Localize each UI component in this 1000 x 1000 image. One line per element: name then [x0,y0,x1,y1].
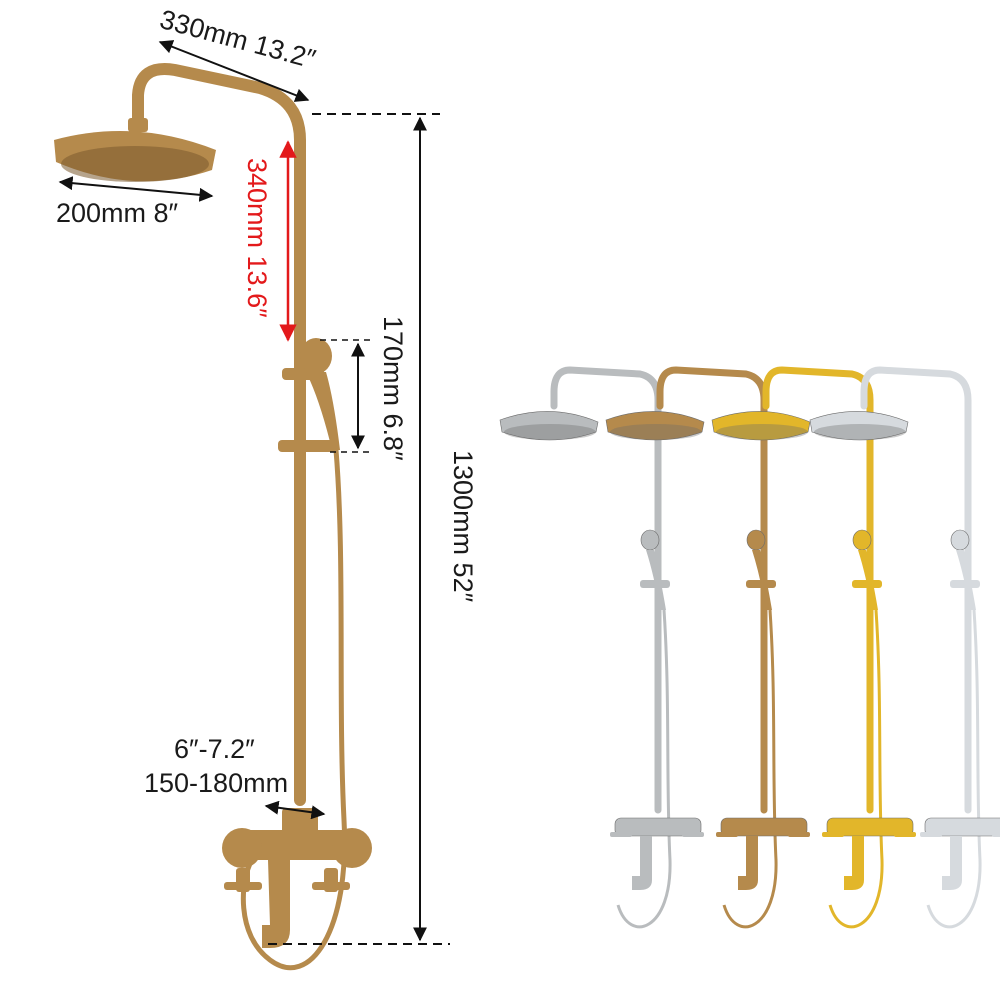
variant-mixer [720,817,808,837]
variant-hand-shower [950,529,970,551]
hand-shower [300,338,340,450]
variant-shower-head [809,411,909,441]
variant-arm [860,366,972,814]
bath-mixer [222,808,372,948]
variant-hand-shower [640,529,660,551]
variant-hose [926,609,982,929]
inlet-spacing-inch-label: 6″-7.2″ [174,734,255,764]
variant-shower-head [499,411,599,441]
head-drop-label: 340mm 13.6″ [242,158,272,318]
variant-mixer [826,817,914,837]
inlet-spacing-mm-label: 150-180mm [144,768,289,798]
head-diameter-label: 200mm 8″ [56,198,179,228]
variant-mixer [614,817,702,837]
rain-shower-head [54,118,216,182]
variant-spout [738,836,758,890]
variant-gold [711,366,916,929]
dimension-lines [58,40,450,945]
inlet-spacing-arrow [264,800,326,820]
variant-spout [844,836,864,890]
variant-spout [632,836,652,890]
main-shower-system [54,63,372,971]
variant-hose [616,609,672,929]
holder-span-label: 170mm 6.8″ [378,316,408,461]
finish-variants [499,366,1000,929]
arm-length-arrow [158,40,310,102]
variant-hose [828,609,884,929]
variant-mixer [924,817,1000,837]
variant-antique-brass [605,366,810,929]
lower-holder [278,440,336,452]
variant-hand-shower [746,529,766,551]
variant-shower-head [605,411,705,441]
variant-chrome [809,366,1000,929]
variant-spout [942,836,962,890]
handle-left [224,868,262,892]
variant-hose [722,609,778,929]
variant-arm [762,366,874,814]
variant-brushed-nickel [499,366,704,929]
tub-spout [262,860,290,948]
variant-shower-head [711,411,811,441]
head-diameter-arrow [58,176,214,202]
variant-hand-shower [852,529,872,551]
total-height-label: 1300mm 52″ [448,450,478,603]
handle-right [312,868,350,892]
